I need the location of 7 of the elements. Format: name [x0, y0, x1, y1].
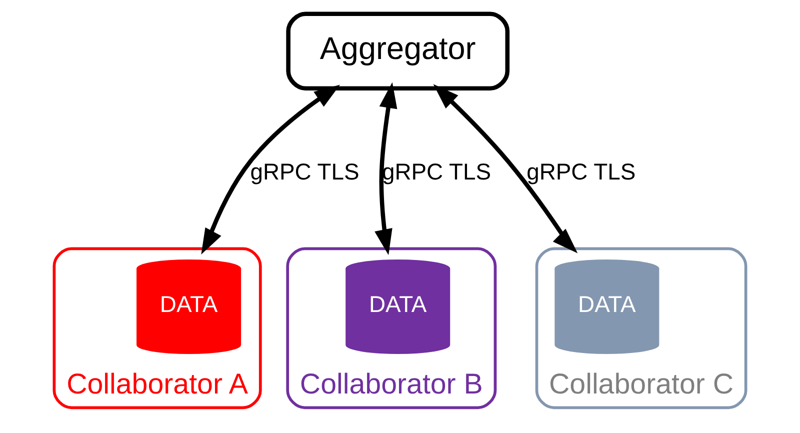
node-box: Aggregator [286, 12, 510, 90]
edge-label: gRPC TLS [250, 158, 360, 185]
arrow [374, 82, 398, 256]
edge-label: gRPC TLS [382, 158, 492, 185]
edge-label: gRPC TLS [526, 158, 636, 185]
arrow [201, 84, 340, 254]
arrow [433, 84, 578, 254]
